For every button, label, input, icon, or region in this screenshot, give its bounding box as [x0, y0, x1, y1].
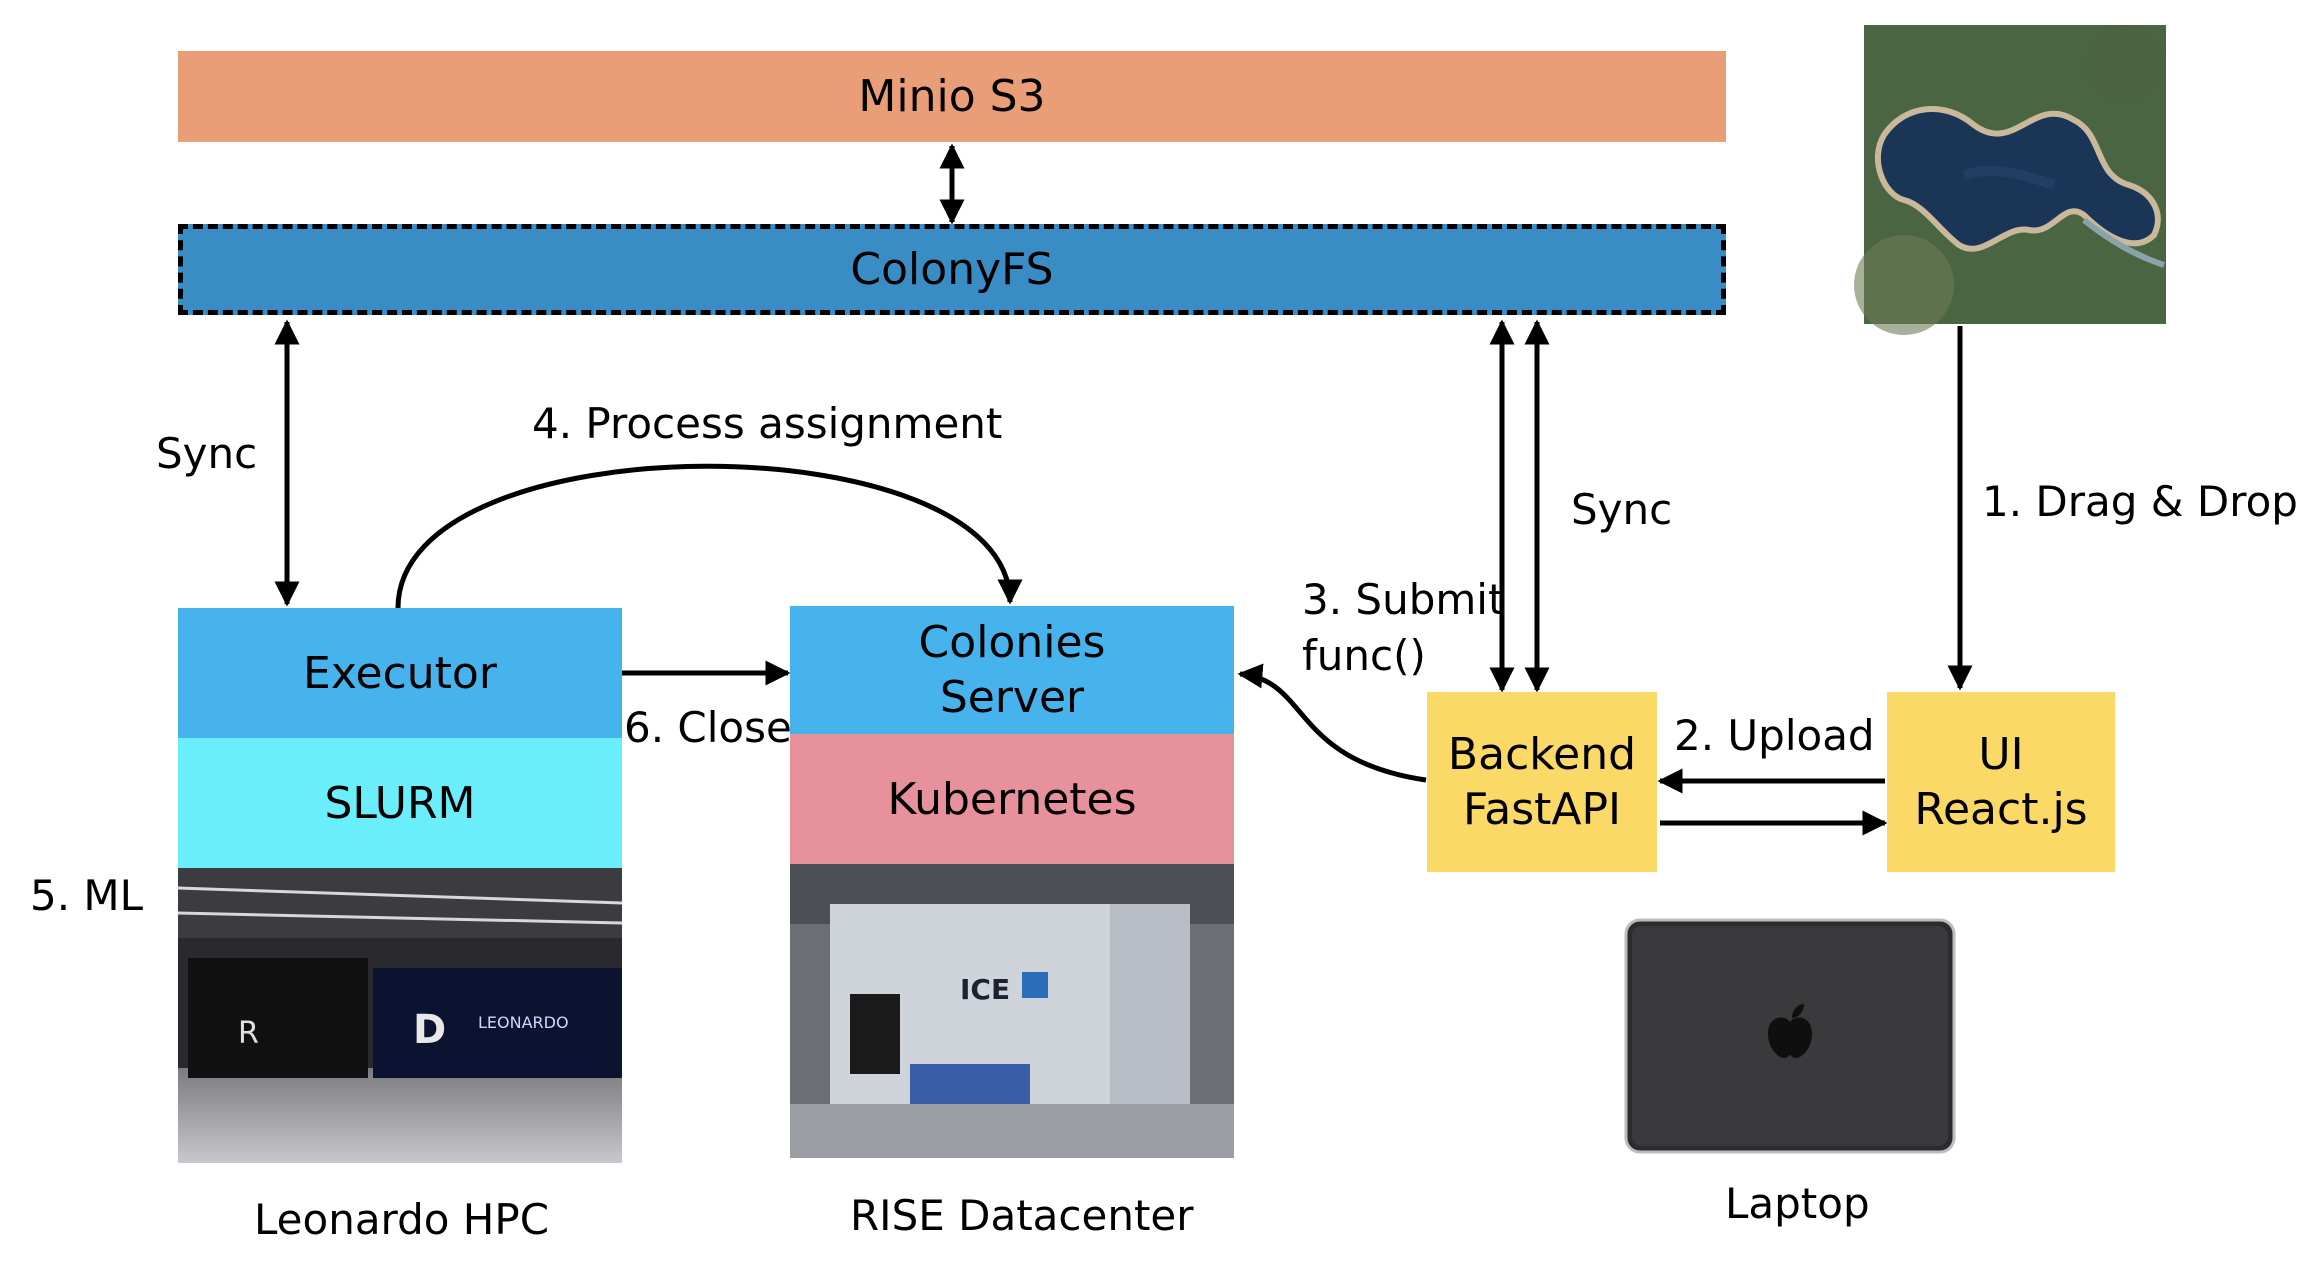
colonies-server-label-line2: Server — [939, 672, 1085, 723]
submit-arrow — [1237, 663, 1427, 783]
ui-label-line1: UI — [1978, 729, 2024, 780]
step-ml-label: 5. ML — [30, 871, 144, 920]
rise-datacenter-photo: ICE — [790, 864, 1234, 1158]
svg-text:LEONARDO: LEONARDO — [478, 1013, 569, 1032]
backend-label-line1: Backend — [1447, 729, 1637, 780]
sync-right-label: Sync — [1571, 485, 1673, 534]
upload-label: 2. Upload — [1674, 711, 1875, 760]
slurm-label: SLURM — [324, 777, 476, 829]
laptop-caption: Laptop — [1725, 1179, 1870, 1228]
drag-drop-label: 1. Drag & Drop — [1982, 477, 2298, 526]
svg-text:ICE: ICE — [960, 973, 1010, 1006]
minio-s3-box: Minio S3 — [178, 51, 1726, 142]
apple-logo-icon — [1768, 1004, 1812, 1058]
laptop-image — [1622, 916, 1958, 1156]
close-label: 6. Close — [624, 703, 792, 752]
minio-s3-label: Minio S3 — [858, 71, 1046, 122]
colonies-server-box: Colonies Server — [790, 606, 1234, 734]
svg-text:D: D — [413, 1007, 446, 1053]
kubernetes-label: Kubernetes — [887, 773, 1137, 825]
colonyfs-box: ColonyFS — [178, 224, 1726, 315]
leonardo-hpc-caption: Leonardo HPC — [254, 1195, 550, 1244]
process-assignment-arrow — [395, 463, 1023, 609]
rise-datacenter-caption: RISE Datacenter — [850, 1191, 1194, 1240]
sync-left-label: Sync — [156, 429, 258, 478]
satellite-image — [1854, 25, 2166, 335]
backend-label-line2: FastAPI — [1462, 784, 1622, 835]
colonies-server-label-line1: Colonies — [918, 617, 1106, 668]
executor-box: Executor — [178, 608, 622, 738]
executor-label: Executor — [303, 647, 497, 699]
ui-react-box: UI React.js — [1887, 692, 2115, 872]
svg-text:R: R — [238, 1016, 259, 1051]
colonyfs-label: ColonyFS — [850, 244, 1054, 295]
kubernetes-box: Kubernetes — [790, 734, 1234, 864]
backend-fastapi-box: Backend FastAPI — [1427, 692, 1657, 872]
leonardo-hpc-photo: D LEONARDO R — [177, 868, 623, 1163]
process-assignment-label: 4. Process assignment — [532, 399, 1003, 448]
submit-label-line1: 3. Submit — [1302, 575, 1505, 624]
submit-label-line2: func() — [1302, 631, 1426, 680]
slurm-box: SLURM — [178, 738, 622, 868]
ui-label-line2: React.js — [1914, 784, 2088, 835]
